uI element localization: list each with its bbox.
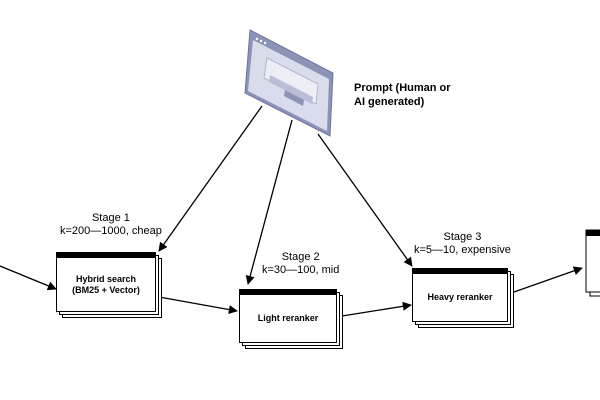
arrow-prompt-to-stage1 [158,105,263,252]
prompt-label: Prompt (Human or AI generated) [354,81,451,109]
stage2-card-line1: Light reranker [257,313,319,323]
stage1-label: Stage 1 k=200—1000, cheap [60,212,162,238]
stage2-label: Stage 2 k=30—100, mid [262,251,339,277]
browser-window-icon [244,29,334,137]
output-stack [585,229,600,297]
arrow-input-to-stage1 [0,265,57,291]
arrow-prompt-to-stage3 [317,133,413,267]
arrow-prompt-to-stage2 [245,119,293,285]
stage1-detail: k=200—1000, cheap [60,225,162,237]
stage2-card: Light reranker [239,289,337,343]
stage3-title: Stage 3 [443,231,482,243]
arrow-stage3-to-output [513,266,583,293]
prompt-label-line2: AI generated) [354,96,425,108]
stage1-card-line2: (BM25 + Vector) [72,284,140,295]
stage2-title: Stage 2 [281,251,320,263]
stage3-card-line1: Heavy reranker [427,292,493,302]
stage2-card-text: Light reranker [258,313,319,324]
stage1-card-stack: Hybrid search (BM25 + Vector) [56,252,164,320]
arrow-stage2-to-stage3 [341,301,412,317]
arrow-stage1-to-stage2 [158,296,238,315]
stage1-card: Hybrid search (BM25 + Vector) [56,252,156,312]
prompt-label-line1: Prompt (Human or [354,82,451,94]
stage2-detail: k=30—100, mid [262,264,340,276]
stage3-card-stack: Heavy reranker [412,268,516,330]
stage3-card: Heavy reranker [412,268,508,322]
stage2-card-stack: Light reranker [239,289,345,351]
stage1-title: Stage 1 [91,212,130,224]
stage1-card-text: Hybrid search (BM25 + Vector) [72,274,140,296]
stage3-label: Stage 3 k=5—10, expensive [414,231,511,257]
stage3-card-text: Heavy reranker [427,292,492,303]
stage1-card-line1: Hybrid search [75,273,137,284]
stage3-detail: k=5—10, expensive [414,244,511,256]
